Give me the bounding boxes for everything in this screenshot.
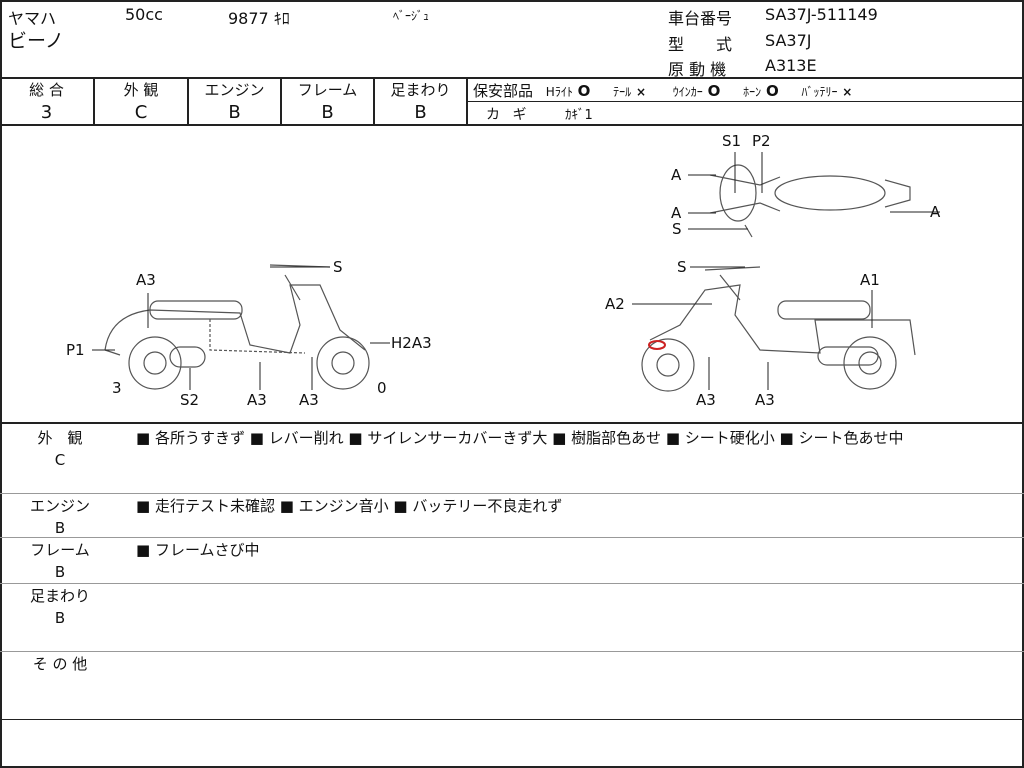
damage-label: P1 [66, 341, 85, 359]
divider [93, 77, 95, 125]
grade-label: 外 観 [123, 81, 159, 99]
damage-label: A3 [247, 391, 267, 409]
grade-value: 3 [40, 102, 53, 123]
safety-parts: 保安部品 Hﾗｲﾄ O ﾃｰﾙ × ｳｲﾝｶｰ O ﾎｰﾝ O ﾊﾞｯﾃﾘｰ × [473, 80, 852, 101]
divider [0, 124, 1024, 126]
divider [467, 101, 1024, 102]
damage-label: S2 [180, 391, 199, 409]
damage-label: A [671, 204, 682, 222]
grade-suspension: 足まわり B [375, 79, 466, 125]
safety-item-mark: O [577, 82, 591, 100]
frame-no-label: 車台番号 [668, 9, 733, 28]
divider [0, 493, 1024, 494]
scooter-right-view [641, 266, 916, 392]
type: SA37J [765, 31, 812, 50]
damage-label: A2 [605, 295, 625, 313]
color: ﾍﾞｰｼﾞｭ [393, 9, 430, 23]
diagram-labels: A3 S P1 H2A3 3 S2 A3 A3 0 S1 P2 A A A S … [66, 132, 941, 409]
divider [0, 422, 1024, 424]
damage-label: P2 [752, 132, 771, 150]
grade-engine: エンジン B [189, 79, 280, 125]
safety-item-mark: × [842, 85, 853, 99]
model-name: ビーノ [8, 30, 64, 52]
displacement: 50cc [125, 5, 163, 24]
damage-label: S [333, 258, 343, 276]
remark-text: ■ 走行テスト未確認 ■ エンジン音小 ■ バッテリー不良走れず [136, 497, 563, 515]
safety-item-name: ﾃｰﾙ [613, 85, 632, 99]
frame-no: SA37J-511149 [765, 5, 878, 24]
divider [0, 651, 1024, 652]
damage-mark [648, 340, 666, 350]
divider [280, 77, 282, 125]
damage-label: H2A3 [391, 334, 432, 352]
divider [0, 583, 1024, 584]
damage-label: S [677, 258, 687, 276]
remark-grade: B [54, 609, 66, 627]
damage-label: A3 [299, 391, 319, 409]
grade-frame: フレーム B [282, 79, 373, 125]
damage-label: A [930, 203, 941, 221]
grade-value: B [321, 102, 334, 123]
remark-label: 外 観 [37, 429, 83, 447]
grade-label: フレーム [297, 81, 358, 99]
safety-item-name: Hﾗｲﾄ [545, 85, 573, 99]
remark-grade: B [54, 519, 66, 537]
divider [0, 537, 1024, 538]
grade-label: 総 合 [29, 81, 64, 99]
remark-grade: C [54, 451, 66, 469]
damage-label: A [671, 166, 682, 184]
remark-label: エンジン [29, 497, 90, 515]
damage-label: S [672, 220, 682, 238]
safety-item-mark: O [765, 82, 779, 100]
remark-label: そ の 他 [32, 655, 88, 673]
damage-label: S1 [722, 132, 741, 150]
damage-label: 3 [112, 379, 122, 397]
divider [0, 77, 1024, 79]
remark-label: 足まわり [29, 587, 90, 605]
damage-diagram: A3 S P1 H2A3 3 S2 A3 A3 0 S1 P2 A A A S … [66, 132, 941, 409]
remark-text: ■ 各所うすきず ■ レバー削れ ■ サイレンサーカバーきず大 ■ 樹脂部色あせ… [136, 429, 904, 447]
safety-item-name: ｳｲﾝｶｰ [672, 85, 703, 99]
damage-label: 0 [377, 379, 387, 397]
safety-item-name: ﾊﾞｯﾃﾘｰ [801, 85, 838, 99]
safety-item-mark: × [635, 85, 647, 99]
key-value: ｶｷﾞ1 [565, 108, 593, 123]
key-label: カ ギ [486, 107, 527, 123]
divider [0, 719, 1024, 720]
divider [187, 77, 189, 125]
mileage: 9877 ｷﾛ [228, 9, 290, 28]
scooter-top-view [709, 164, 911, 238]
grade-exterior: 外 観 C [95, 79, 187, 125]
damage-label: A3 [136, 271, 156, 289]
safety-item-mark: O [707, 82, 721, 100]
grade-value: C [134, 102, 148, 123]
damage-label: A3 [696, 391, 716, 409]
engine-label: 原 動 機 [668, 60, 727, 79]
damage-label: A3 [755, 391, 775, 409]
maker: ヤマハ [8, 9, 57, 28]
remark-grade: B [54, 563, 66, 581]
engine-model: A313E [765, 56, 817, 75]
damage-label: A1 [860, 271, 880, 289]
grade-label: 足まわり [390, 81, 451, 99]
grade-overall: 総 合 3 [0, 79, 93, 125]
remark-text: ■ フレームさび中 [136, 541, 260, 559]
type-label: 型 式 [668, 35, 733, 54]
grade-value: B [414, 102, 427, 123]
divider [373, 77, 375, 125]
remark-label: フレーム [30, 541, 90, 559]
safety-label: 保安部品 [473, 82, 534, 100]
safety-item-name: ﾎｰﾝ [743, 85, 762, 99]
grade-value: B [228, 102, 241, 123]
grade-label: エンジン [204, 81, 265, 99]
